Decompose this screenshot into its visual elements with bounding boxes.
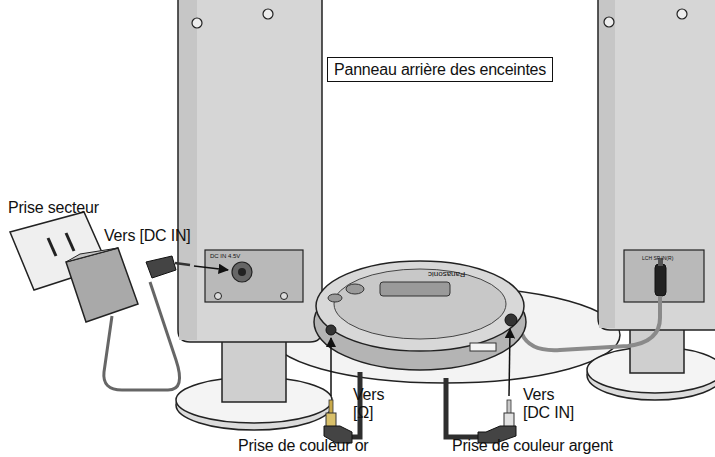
jack-panel <box>205 250 303 302</box>
plug-sleeve <box>326 413 336 427</box>
speaker-body <box>178 0 322 342</box>
player-top <box>316 261 524 351</box>
leader-arrow <box>194 266 228 270</box>
plug-tip <box>507 400 511 414</box>
plug-label: Prise de couleur argent <box>452 437 613 455</box>
speaker-cable <box>522 296 660 350</box>
cd-player <box>314 261 526 370</box>
player-lid <box>334 269 506 339</box>
screw <box>604 17 614 27</box>
connection-label: Vers [DC IN] <box>104 227 191 245</box>
screw <box>263 9 273 19</box>
title-box: Panneau arrière des enceintes <box>327 57 553 82</box>
player-button <box>328 294 342 302</box>
leader-arrow <box>509 329 510 396</box>
speaker-shade <box>179 0 197 340</box>
screw <box>677 9 687 19</box>
plug-sleeve <box>504 413 514 427</box>
player-switch <box>470 343 496 351</box>
connection-label: Vers [Ω] <box>353 386 393 422</box>
headphone-jack <box>326 325 336 335</box>
jack-marking: LCH SP IN(R) <box>642 255 673 261</box>
adapter-cable <box>150 282 180 390</box>
dc-in-jack <box>505 314 517 326</box>
outlet-slot <box>66 233 74 251</box>
left-speaker <box>176 0 332 430</box>
speaker-shade <box>599 0 615 328</box>
jack-panel <box>624 250 704 302</box>
screw <box>215 293 222 300</box>
screw <box>281 293 288 300</box>
box-text: Panneau arrière des enceintes <box>334 60 546 79</box>
outlet-slot <box>48 238 56 256</box>
speaker-plug <box>655 264 666 296</box>
brand-marking: Panasonic <box>428 270 465 279</box>
silver-plug <box>446 378 516 443</box>
plug-tip <box>329 400 333 414</box>
adapter-body <box>66 248 138 322</box>
connection-label: Vers [DC IN] <box>523 386 583 422</box>
plug-cable <box>446 378 480 437</box>
dc-plug <box>146 256 176 278</box>
plug-label: Prise de couleur or <box>238 437 369 455</box>
player-display <box>380 282 450 296</box>
screw <box>192 18 202 28</box>
jack-marking: DC IN 4.5V <box>210 253 240 260</box>
adapter-cable <box>104 316 168 390</box>
part-label: Prise secteur <box>8 199 99 217</box>
speaker-body <box>598 0 715 330</box>
player-button <box>346 284 364 294</box>
dc-jack-hole <box>238 268 246 276</box>
dc-jack <box>232 262 252 282</box>
ac-adapter <box>10 212 190 390</box>
dc-plug-tip <box>175 263 190 265</box>
adapter-face <box>66 248 118 262</box>
leader-arrow <box>330 338 332 396</box>
